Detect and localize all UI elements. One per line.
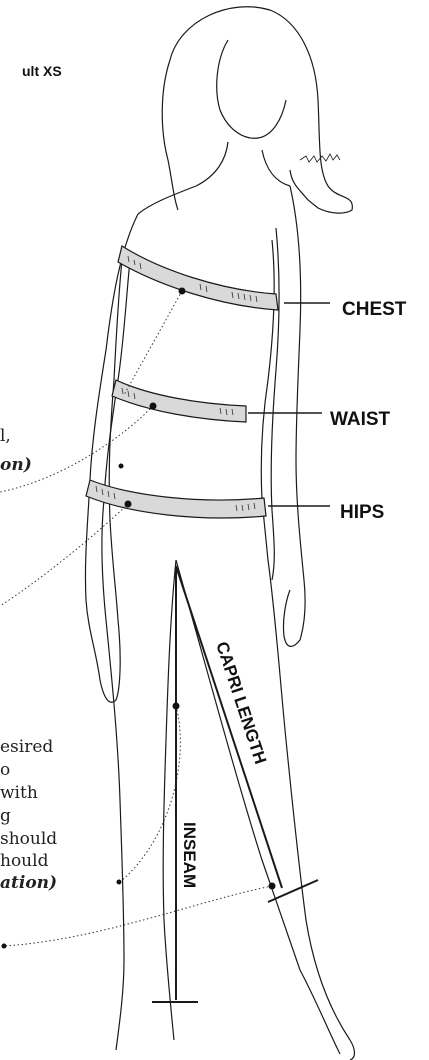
- inseam-leader: [120, 706, 180, 882]
- hair-outline: [170, 7, 352, 213]
- inseam-note-dot: [117, 880, 122, 885]
- left-arm-outer: [85, 214, 138, 680]
- chest-label: CHEST: [342, 299, 407, 320]
- left-leg-outer: [106, 620, 124, 1050]
- face-outline: [217, 40, 286, 138]
- left-leg-inner: [163, 560, 176, 1040]
- waist-dot: [150, 403, 157, 410]
- waist-note-dot: [119, 464, 124, 469]
- hips-tape: [86, 480, 266, 518]
- capri-note-dot: [2, 944, 7, 949]
- waist-leader: [0, 406, 153, 492]
- neck-left: [138, 142, 228, 214]
- neck-right: [262, 150, 290, 186]
- woman-figure-outline: [85, 7, 354, 1060]
- chest-dot: [179, 288, 186, 295]
- capri-leader: [4, 886, 272, 946]
- inseam-dot: [173, 703, 180, 710]
- right-foot: [300, 970, 355, 1060]
- size-header: ult XS: [22, 63, 62, 79]
- waist-note-line1: l,: [0, 426, 11, 446]
- waist-note-line2: on): [0, 455, 32, 475]
- inseam-note-line: g: [0, 806, 11, 826]
- leg-measure-lines: [152, 566, 318, 1002]
- hips-label: HIPS: [340, 502, 384, 523]
- leader-dots: [2, 288, 276, 949]
- inseam-note-line: ation): [0, 873, 57, 893]
- chest-leader: [124, 291, 182, 395]
- hair-inner-left: [162, 60, 178, 210]
- waist-label: WAIST: [330, 409, 391, 430]
- waist-tape: [112, 380, 246, 422]
- right-hand: [283, 590, 300, 646]
- inseam-label: INSEAM: [180, 822, 199, 888]
- right-arm-inner: [271, 228, 279, 580]
- torso-left: [102, 260, 130, 620]
- capri-endcap: [268, 880, 318, 902]
- hips-dot: [125, 501, 132, 508]
- inseam-note-line: should: [0, 829, 57, 849]
- inseam-note-line: with: [0, 783, 38, 803]
- right-leg-outer: [268, 560, 350, 1040]
- inseam-note-line: o: [0, 760, 10, 780]
- chest-tape: [118, 246, 278, 310]
- inseam-note-line: hould: [0, 851, 49, 871]
- hips-leader: [0, 504, 128, 606]
- inseam-note-block: esired o with g should hould ation): [0, 737, 57, 893]
- label-lines: [248, 303, 330, 506]
- capri-dot: [269, 883, 276, 890]
- inseam-note-line: esired: [0, 737, 53, 757]
